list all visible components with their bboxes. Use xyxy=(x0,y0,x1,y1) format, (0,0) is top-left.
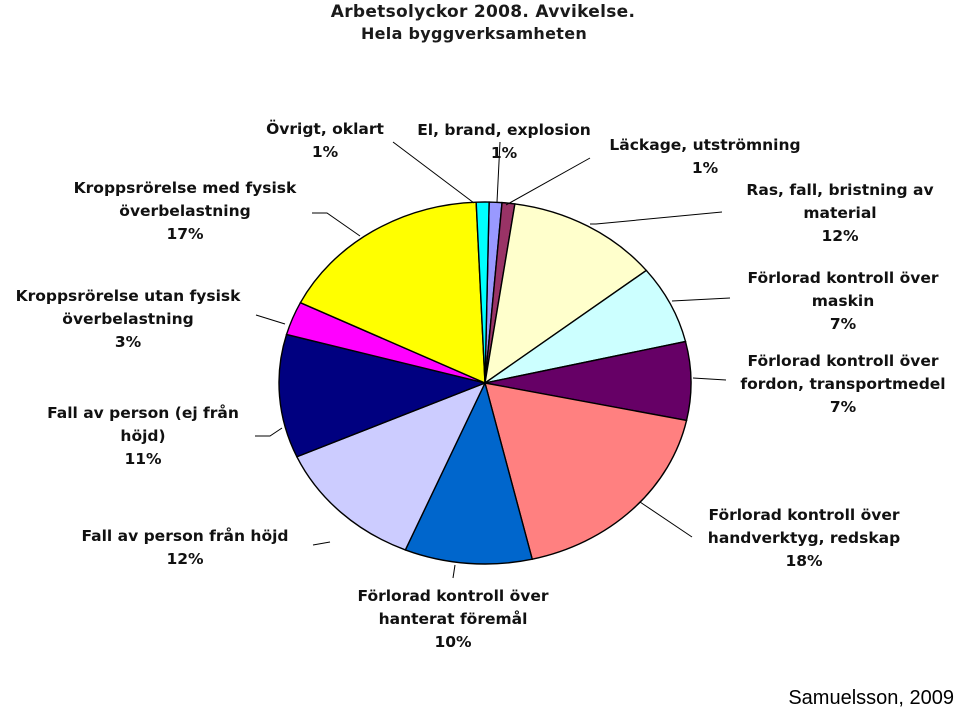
slice-percent: 7% xyxy=(830,398,857,416)
slice-label: Läckage, utströmning 1% xyxy=(609,136,800,177)
slice-label-line: Fall av person från höjd xyxy=(81,526,288,545)
slice-label-line: Ras, fall, bristning av xyxy=(746,181,933,199)
slice-label-line: fordon, transportmedel xyxy=(740,375,945,393)
slice-label: Kroppsrörelse med fysisk överbelastning 17… xyxy=(74,179,297,243)
leader-line xyxy=(255,427,283,437)
slice-percent: 18% xyxy=(785,552,823,570)
slice-percent: 11% xyxy=(124,450,162,468)
slice-label-line: höjd) xyxy=(120,427,165,445)
slice-label-line: material xyxy=(803,204,876,222)
slice-label: Kroppsrörelse utan fysisk överbelastning 3… xyxy=(16,287,242,351)
slice-label-line: El, brand, explosion xyxy=(417,121,591,139)
slice-label-line: Fall av person (ej från xyxy=(47,403,239,422)
slice-label-line: överbelastning xyxy=(119,202,250,220)
slice-label: Fall av person från höjd 12% xyxy=(81,526,288,568)
pie-slice xyxy=(484,203,648,385)
slice-percent: 17% xyxy=(166,225,204,243)
chart-title: Arbetsolyckor 2008. Avvikelse. xyxy=(330,2,636,22)
credit-text: Samuelsson, 2009 xyxy=(788,687,954,709)
slice-label: Övrigt, oklart 1% xyxy=(266,119,384,161)
slice-label: Ras, fall, bristning av material 12% xyxy=(746,181,933,245)
slice-label-line: Förlorad kontroll över xyxy=(708,506,899,524)
chart-subtitle: Hela byggverksamheten xyxy=(360,24,588,43)
pie-slice xyxy=(299,201,486,385)
leader-line xyxy=(671,297,731,302)
slice-label: Fall av person (ej från höjd) 11% xyxy=(47,403,239,468)
slice-percent: 1% xyxy=(491,144,518,162)
slice-label: Förlorad kontroll över hanterat föremål 10… xyxy=(357,587,548,651)
slice-label-line: Förlorad kontroll över xyxy=(747,269,938,287)
pie-slice xyxy=(295,381,487,551)
slice-label: El, brand, explosion 1% xyxy=(417,121,591,162)
leader-line xyxy=(692,377,727,381)
leader-line xyxy=(255,314,286,325)
leader-line xyxy=(590,211,723,225)
slice-percent: 12% xyxy=(166,550,204,568)
slice-percent: 1% xyxy=(312,143,339,161)
slice-label-line: Läckage, utströmning xyxy=(609,136,800,154)
slice-label: Förlorad kontroll över handverktyg, redsk… xyxy=(708,506,900,570)
leader-line xyxy=(496,141,501,203)
pie-slice xyxy=(484,382,688,560)
slice-label-line: Förlorad kontroll över xyxy=(747,352,938,370)
slice-label: Förlorad kontroll över fordon, transportm… xyxy=(740,352,945,416)
slice-label-line: Övrigt, oklart xyxy=(266,119,384,138)
slice-label-line: maskin xyxy=(812,292,875,310)
leader-line xyxy=(505,157,591,206)
slice-label-line: överbelastning xyxy=(62,310,193,328)
leader-line xyxy=(639,501,693,538)
slice-percent: 12% xyxy=(821,227,859,245)
slice-label-line: Kroppsrörelse utan fysisk xyxy=(16,287,242,305)
slice-label-line: Kroppsrörelse med fysisk xyxy=(74,179,297,197)
slice-percent: 3% xyxy=(115,333,142,351)
pie-slice xyxy=(404,380,534,565)
leader-line xyxy=(452,564,456,579)
slice-percent: 10% xyxy=(434,633,472,651)
leader-line xyxy=(312,212,361,237)
slice-percent: 7% xyxy=(830,315,857,333)
slice-percent: 1% xyxy=(692,159,719,177)
slice-label-line: hanterat föremål xyxy=(379,609,528,628)
leader-line xyxy=(312,541,331,546)
leader-line xyxy=(392,141,475,204)
pie-slice xyxy=(278,333,488,458)
slice-label-line: Förlorad kontroll över xyxy=(357,587,548,605)
slice-label: Förlorad kontroll över maskin 7% xyxy=(747,269,938,333)
slice-label-line: handverktyg, redskap xyxy=(708,529,900,547)
pie-slice xyxy=(475,201,490,384)
